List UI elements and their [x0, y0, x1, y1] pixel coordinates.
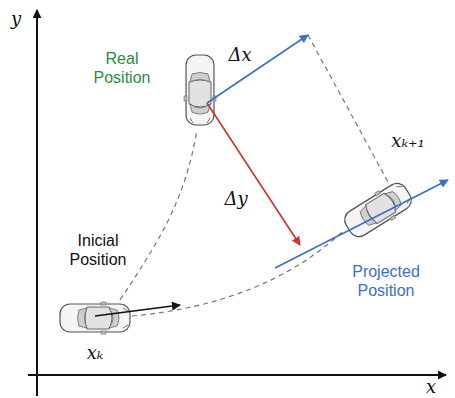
delta-y-arrow: [207, 103, 300, 245]
position-label: Real Position: [82, 49, 162, 87]
x-axis: [28, 374, 446, 376]
delta-label: Δx: [228, 45, 251, 64]
projected-heading-arrow: [275, 180, 448, 268]
axis-label: y: [11, 9, 21, 28]
state-label: xₖ₊₁: [391, 131, 424, 150]
heading-arrow: [95, 305, 180, 316]
projection-line: [308, 35, 388, 182]
y-axis: [36, 10, 38, 396]
real-path: [120, 130, 197, 300]
delta-label: Δy: [224, 189, 247, 208]
position-label: Inicial Position: [62, 231, 134, 269]
delta-x-arrow: [207, 35, 308, 103]
projected-car: [340, 178, 416, 242]
projected-path: [132, 232, 342, 316]
state-label: xₖ: [87, 343, 104, 362]
initial-car: [60, 302, 130, 334]
position-label: Projected Position: [340, 262, 432, 300]
axis-label: x: [426, 376, 436, 395]
real-car: [184, 55, 216, 125]
